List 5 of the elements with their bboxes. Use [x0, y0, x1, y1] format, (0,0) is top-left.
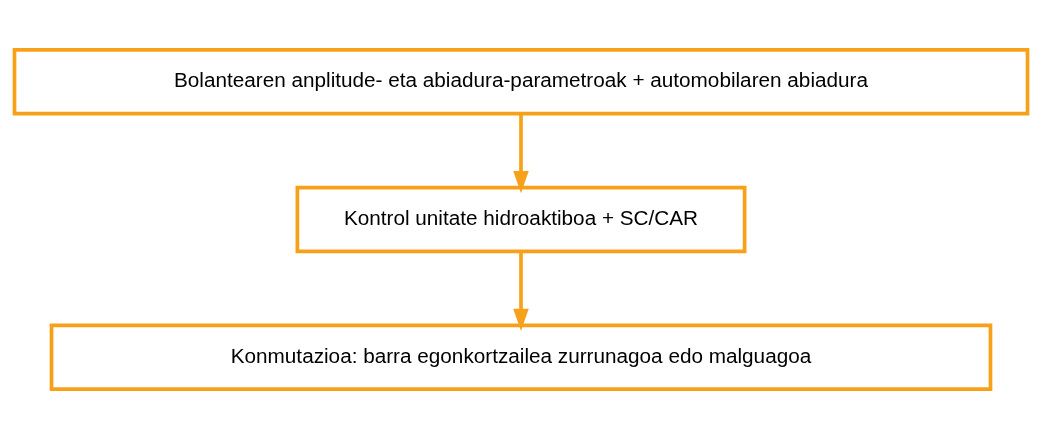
- node-box: Kontrol unitate hidroaktiboa + SC/CAR: [295, 185, 747, 254]
- node-box: Konmutazioa: barra egonkortzailea zurrunagoa edo malguagoa: [49, 323, 993, 391]
- arrow: [513, 251, 529, 331]
- node-box: Bolantearen anplitude- eta abiadura-parametroak + automobilaren abiadura: [12, 48, 1030, 116]
- arrow: [513, 113, 529, 194]
